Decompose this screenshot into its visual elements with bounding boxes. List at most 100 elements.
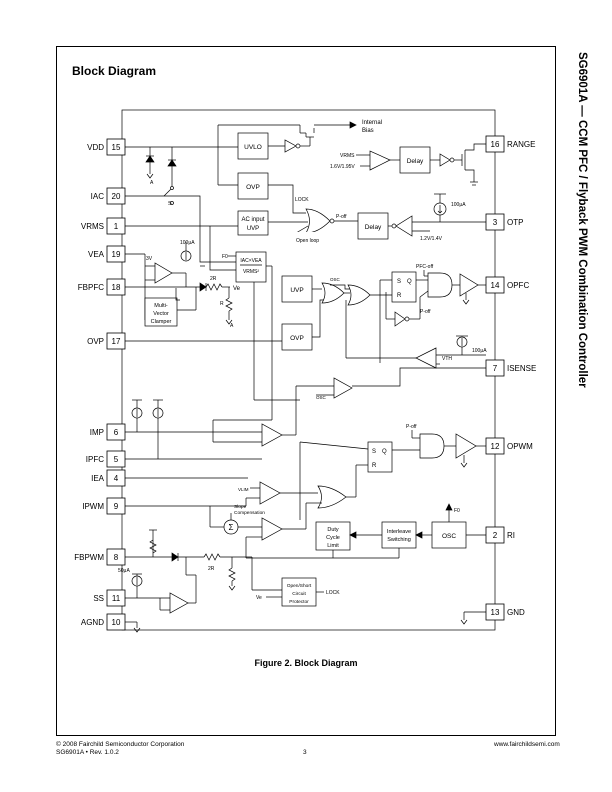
- pfc-sr-latch: [391, 271, 417, 303]
- range-delay-block: [399, 146, 431, 174]
- p-off2-label: P-off: [420, 309, 431, 315]
- pin-name: IMP: [90, 428, 104, 437]
- figure-caption: Figure 2. Block Diagram: [254, 658, 358, 668]
- two-r-label: 2R: [210, 276, 217, 282]
- open-short-label-1: Open/Short: [287, 583, 312, 589]
- pin-number: 2: [493, 531, 498, 540]
- osc-block-label: OSC: [442, 533, 456, 540]
- ac-input-uvp-block: [237, 210, 269, 236]
- pin-number: 5: [114, 455, 119, 464]
- interleave-block: [381, 521, 417, 549]
- duty-label-2: Cycle: [326, 535, 340, 541]
- pin-name: OVP: [87, 337, 104, 346]
- pin-number: 10: [112, 618, 121, 627]
- uvp-mid-label: UVP: [290, 287, 303, 294]
- pin-number: 13: [491, 608, 500, 617]
- pin-name: RI: [507, 531, 515, 540]
- pwm-q-label: Q: [382, 449, 387, 455]
- lock-out-label: LOCK: [326, 590, 340, 596]
- ic-outline: [121, 109, 496, 631]
- page-frame: [56, 46, 556, 736]
- footer-page-number: 3: [303, 749, 307, 756]
- pin-name: OPFC: [507, 281, 529, 290]
- gnd-a2-label: A: [230, 323, 234, 329]
- uvlo-label: UVLO: [244, 144, 262, 151]
- p-off3-label: P-off: [406, 424, 417, 430]
- lock-label: LOCK: [295, 197, 309, 203]
- pin-number: 6: [114, 428, 119, 437]
- ac-input-uvp-label-2: UVP: [247, 226, 259, 232]
- pin-number: 16: [491, 140, 500, 149]
- open-short-protector: [281, 577, 317, 607]
- pin-name: FBPFC: [78, 283, 104, 292]
- switch-s-label: S: [168, 201, 172, 207]
- pin-name: RANGE: [507, 140, 535, 149]
- ve-label: Ve: [233, 286, 241, 292]
- footer-website: www.fairchildsemi.com: [494, 741, 560, 748]
- section-title: Block Diagram: [72, 64, 157, 78]
- i100-isense-label: 100μA: [472, 348, 487, 354]
- internal-bias-label-1: Internal: [362, 120, 382, 126]
- pin-name: GND: [507, 608, 525, 617]
- duty-label-3: Limit: [327, 543, 339, 549]
- pfc-r-label: R: [397, 293, 402, 299]
- osc-label: OSC: [330, 277, 341, 282]
- multiplier-num: IAC×VEA: [240, 258, 262, 264]
- vlim-label: VLIM: [238, 487, 249, 492]
- uvp-mid-block: [281, 275, 313, 303]
- pin-name: FBPWM: [74, 553, 104, 562]
- pin-name: OPWM: [507, 442, 533, 451]
- three-v-label: 3V: [146, 256, 153, 262]
- range-comparator: [369, 150, 391, 171]
- open-short-label-3: Protector: [289, 599, 309, 605]
- pin-number: 9: [114, 502, 119, 511]
- and-gate-pfc: [427, 272, 453, 298]
- vrms-th-label: VRMS: [340, 153, 355, 159]
- footer-copyright: © 2008 Fairchild Semiconductor Corporati…: [56, 741, 185, 748]
- uvlo-block: [237, 132, 269, 160]
- internal-bias-label-2: Bias: [362, 128, 374, 134]
- vrms-levels-label: 1.6V/1.95V: [330, 164, 355, 170]
- slope-label-2: Compensation: [234, 510, 265, 516]
- slope-label-1: Slope: [234, 504, 247, 510]
- pin-name: VEA: [88, 250, 105, 259]
- clamper-label-3: Clamper: [151, 319, 172, 325]
- pin-name: VRMS: [81, 222, 104, 231]
- p-off-label: P-off: [336, 214, 347, 220]
- clamper-label-1: Multi-: [154, 303, 168, 309]
- multiplier-block: [235, 251, 267, 283]
- pwm-s-label: S: [372, 449, 376, 455]
- opwm-driver: [455, 433, 477, 459]
- pfc-q-label: Q: [407, 279, 412, 285]
- vea-error-amp: [154, 262, 173, 284]
- nor-gate-otp: [305, 208, 331, 234]
- sum-label: Σ: [229, 523, 234, 532]
- footer-part-rev: SG6901A • Rev. 1.0.2: [56, 749, 119, 756]
- left-pins: 15VDD20IAC1VRMS19VEA18FBPFC17OVP6IMP5IPF…: [74, 138, 126, 631]
- pin-name: VDD: [87, 143, 104, 152]
- pin-name: OTP: [507, 218, 523, 227]
- pin-number: 20: [112, 192, 121, 201]
- pin-number: 1: [114, 222, 119, 231]
- f0b-label: F0: [454, 508, 460, 514]
- uvlo-buffer: [284, 139, 297, 153]
- multiplier-den: VRMS²: [243, 269, 259, 275]
- pwm-r-label: R: [372, 463, 377, 469]
- r-label: R: [220, 301, 224, 307]
- or-gate-pfc2: [347, 284, 371, 306]
- ovp-top-block: [237, 172, 269, 200]
